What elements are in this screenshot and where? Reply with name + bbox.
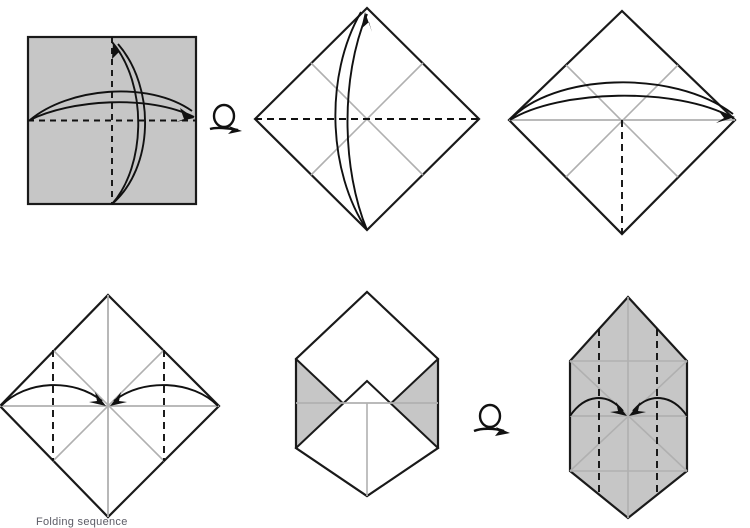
arrow-left-to-right-outer xyxy=(509,81,734,121)
arrow-bottom-to-top-outer xyxy=(111,43,146,205)
arrow-left-to-center xyxy=(0,384,103,407)
arrowhead-left-to-center xyxy=(610,402,627,416)
arrowhead-top xyxy=(112,43,124,60)
arrowhead-right xyxy=(716,110,735,123)
panel-1-square-precrease xyxy=(8,18,218,218)
panel-2-diamond-fold-up xyxy=(248,2,488,237)
panel-3-svg xyxy=(507,9,737,236)
panel-5-hexagon-result xyxy=(288,288,458,500)
panel-3-diamond-fold-right xyxy=(500,2,745,242)
loop-icon xyxy=(212,103,236,129)
arrow-left-to-right-inner xyxy=(509,94,734,121)
panel-5-svg xyxy=(294,290,440,498)
arrow-right-to-center xyxy=(113,384,219,407)
panel-6-svg xyxy=(568,295,689,520)
arrow-left-to-right-inner xyxy=(29,101,195,121)
page-caption-cropped: Folding sequence xyxy=(36,516,128,528)
turn-over-icon-1 xyxy=(202,96,250,144)
arrow-left-to-right-outer xyxy=(29,90,193,121)
arrow-bottom-to-top-inner xyxy=(346,13,368,231)
turn-over-icon-2-svg xyxy=(473,403,510,436)
arrowhead-right xyxy=(176,108,194,122)
turn-over-icon-1-svg xyxy=(209,103,242,134)
panel-2-svg xyxy=(253,6,481,232)
arrowhead-right-to-center xyxy=(629,402,646,416)
turn-arrowhead-icon xyxy=(495,427,510,436)
arrowhead-right-to-center xyxy=(110,392,127,406)
turn-over-icon-2 xyxy=(466,396,518,448)
arrow-bottom-to-top-outer xyxy=(334,11,368,231)
panel-4-diamond-fold-sides-in xyxy=(0,282,235,522)
turn-arrowhead-icon xyxy=(228,126,242,134)
panel-1-svg xyxy=(26,35,198,206)
loop-icon xyxy=(478,403,502,429)
arrowhead-left-to-center xyxy=(89,392,106,406)
panel-6-hexagon-fold-sides-in xyxy=(545,290,725,520)
arrow-bottom-to-top-inner xyxy=(111,41,140,205)
arrowhead-top xyxy=(361,12,372,32)
panel-4-svg xyxy=(0,293,221,519)
